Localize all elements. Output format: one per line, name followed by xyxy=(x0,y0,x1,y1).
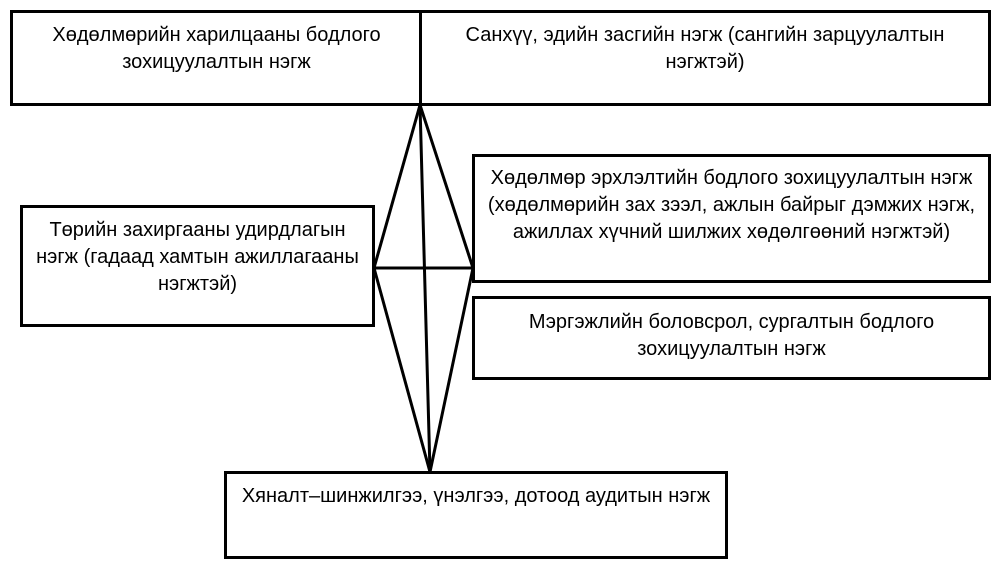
connector-right-to-bottom xyxy=(428,266,475,474)
connector-top-to-bottom xyxy=(418,103,432,474)
connector-top-to-right xyxy=(418,103,475,270)
box-monitoring-audit-unit: Хяналт–шинжилгээ, үнэлгээ, дотоод аудиты… xyxy=(224,471,728,559)
box-employment-unit: Хөдөлмөр эрхлэлтийн бодлого зохицуулалты… xyxy=(472,154,991,283)
connector-top-to-left xyxy=(372,103,422,270)
box-labor-relations-unit: Хөдөлмөрийн харилцааны бодлого зохицуула… xyxy=(10,10,423,106)
connector-left-to-bottom xyxy=(372,266,432,474)
box-state-admin-unit: Төрийн захиргааны удирдлагын нэгж (гадаа… xyxy=(20,205,375,327)
box-finance-unit: Санхүү, эдийн засгийн нэгж (сангийн зарц… xyxy=(419,10,991,106)
box-vocational-education-unit: Мэргэжлийн боловсрол, сургалтын бодлого … xyxy=(472,296,991,380)
